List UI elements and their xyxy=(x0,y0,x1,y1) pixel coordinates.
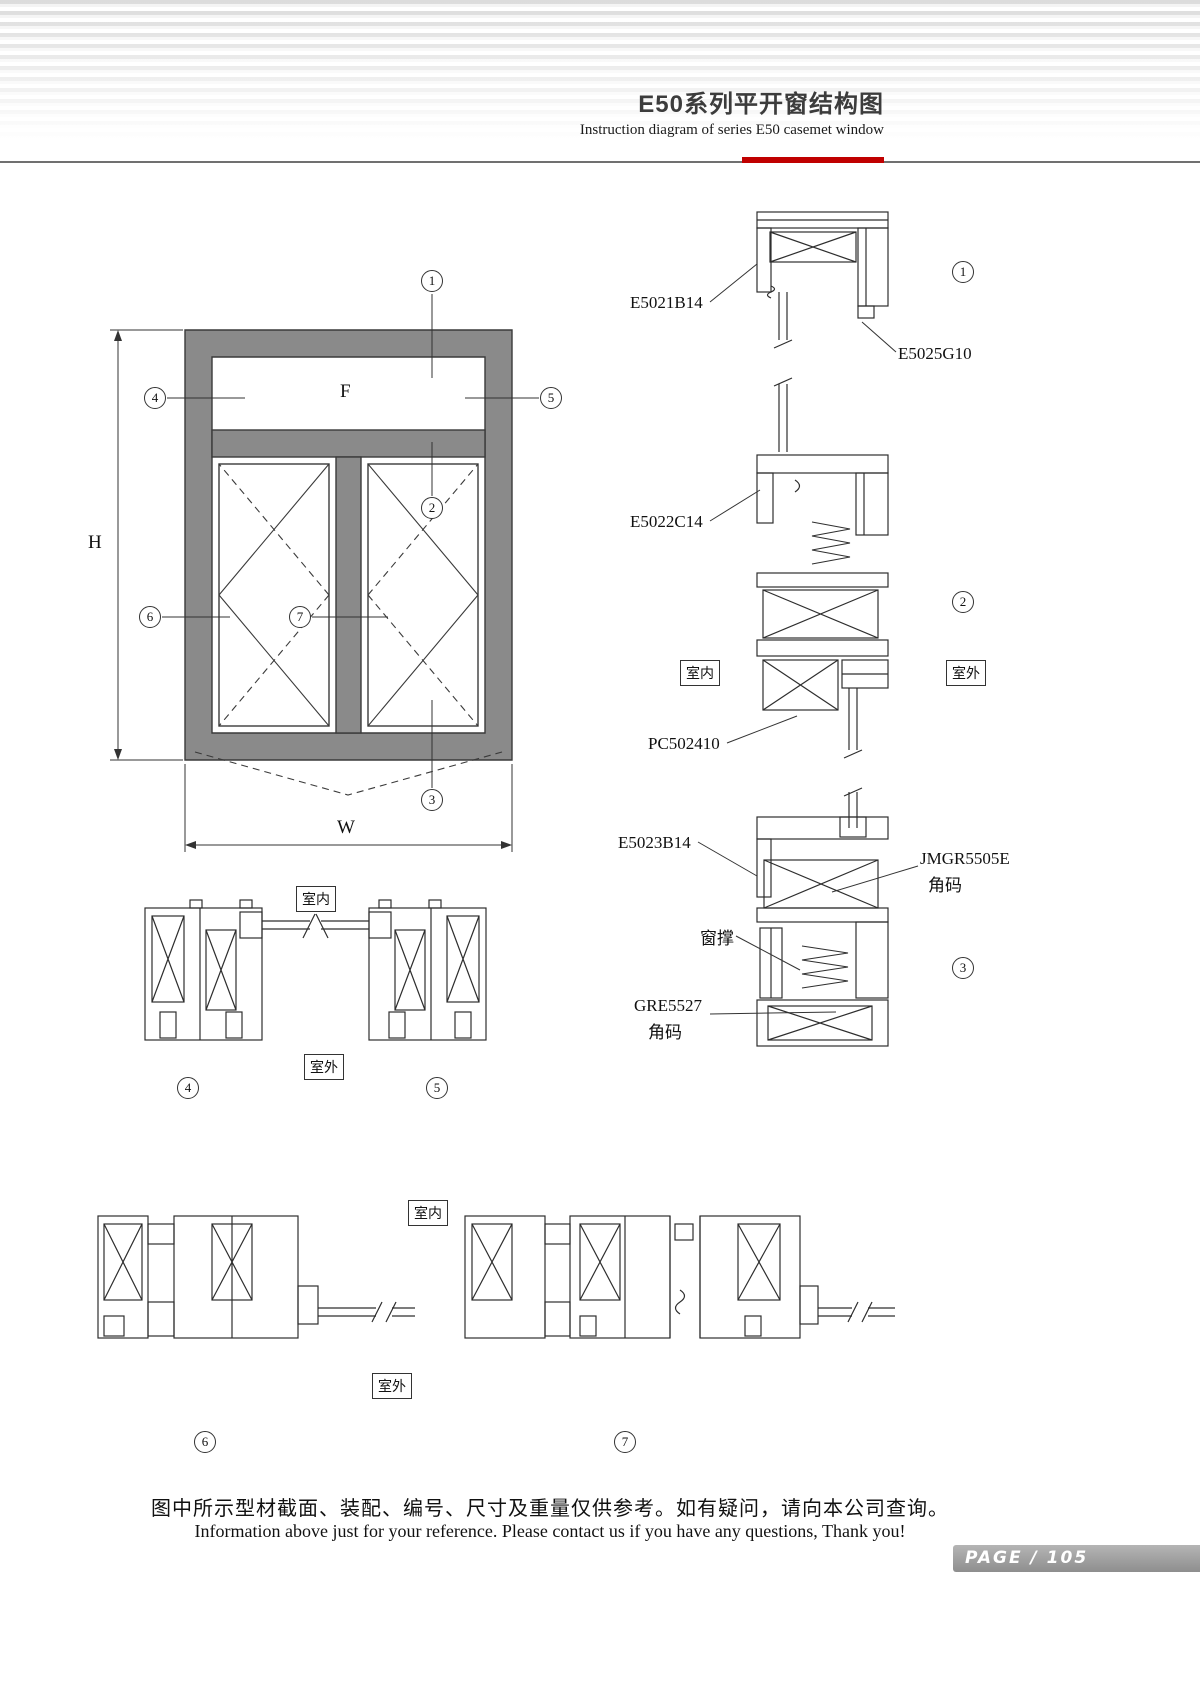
callout-2: 2 xyxy=(421,497,443,519)
room-outside-label-mid: 室外 xyxy=(304,1054,344,1080)
footer-note-en: Information above just for your referenc… xyxy=(194,1521,906,1541)
callout-1: 1 xyxy=(421,270,443,292)
callout-6: 6 xyxy=(139,606,161,628)
elevation-leaders xyxy=(162,294,539,788)
bottom-plan-section-drawing xyxy=(97,1215,895,1339)
room-inside-label-vsec: 室内 xyxy=(680,660,720,686)
page-subtitle: Instruction diagram of series E50 caseme… xyxy=(579,122,884,138)
mid-callout-4: 4 xyxy=(177,1077,199,1099)
label-e5025g10: E5025G10 xyxy=(898,344,972,363)
callout-4: 4 xyxy=(144,387,166,409)
page-title: E50系列平开窗结构图 xyxy=(638,91,884,118)
dimension-lines xyxy=(110,329,513,852)
page-badge-text: PAGE / 105 xyxy=(965,1548,1089,1568)
label-window-stay: 窗撑 xyxy=(700,929,734,948)
bottom-callout-7: 7 xyxy=(614,1431,636,1453)
vertical-section-drawing xyxy=(756,211,889,1047)
room-outside-label-vsec: 室外 xyxy=(946,660,986,686)
room-outside-label-bottom: 室外 xyxy=(372,1373,412,1399)
dim-h-label: H xyxy=(88,532,102,553)
vsec-callout-1: 1 xyxy=(952,261,974,283)
dim-w-label: W xyxy=(337,817,355,838)
header-rule xyxy=(0,161,1200,163)
header-rule-accent xyxy=(742,157,884,163)
callout-5: 5 xyxy=(540,387,562,409)
bottom-callout-6: 6 xyxy=(194,1431,216,1453)
vertical-section-leaders xyxy=(697,263,919,1015)
room-inside-label-mid: 室内 xyxy=(296,886,336,912)
vsec-callout-3: 3 xyxy=(952,957,974,979)
label-pc502410: PC502410 xyxy=(648,734,720,753)
mid-callout-5: 5 xyxy=(426,1077,448,1099)
transom-f-label: F xyxy=(340,381,351,402)
label-jmgr5505e: JMGR5505E xyxy=(920,849,1010,868)
label-gre5527-sub: 角码 xyxy=(648,1023,682,1042)
callout-3: 3 xyxy=(421,789,443,811)
vsec-callout-2: 2 xyxy=(952,591,974,613)
mid-plan-section-drawing xyxy=(144,899,487,1041)
label-e5023b14: E5023B14 xyxy=(618,833,691,852)
callout-7: 7 xyxy=(289,606,311,628)
label-gre5527: GRE5527 xyxy=(634,996,702,1015)
label-e5022c14: E5022C14 xyxy=(630,512,703,531)
room-inside-label-bottom: 室内 xyxy=(408,1200,448,1226)
label-e5021b14: E5021B14 xyxy=(630,293,703,312)
header-stripes xyxy=(0,0,1200,142)
page-badge: PAGE / 105 xyxy=(953,1545,1200,1572)
footer-note-cn: 图中所示型材截面、装配、编号、尺寸及重量仅供参考。如有疑问，请向本公司查询。 xyxy=(151,1498,949,1520)
label-jmgr5505e-sub: 角码 xyxy=(928,876,962,895)
title-block: E50系列平开窗结构图 Instruction diagram of serie… xyxy=(580,84,884,139)
